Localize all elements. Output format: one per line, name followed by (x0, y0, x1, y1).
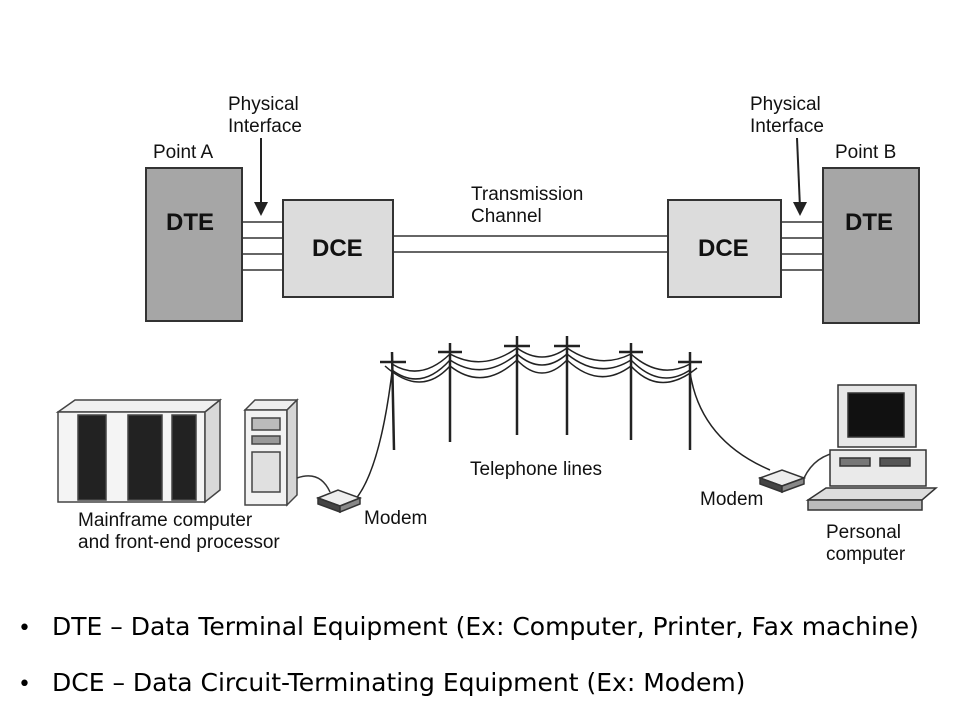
dce-a-label: DCE (312, 235, 363, 262)
telephone-poles-icon (354, 336, 771, 501)
modem-a-icon (315, 489, 363, 514)
transmission-label-2: Channel (471, 206, 542, 227)
bullet-dot-icon: • (18, 672, 31, 697)
dce-box-a (282, 199, 394, 298)
interface-arrow-b-icon (793, 137, 807, 216)
physical-interface-a-label-1: Physical (228, 94, 299, 115)
dte-box-b (822, 167, 920, 324)
interface-arrow-a-icon (254, 138, 268, 216)
bullet-item-dce: • DCE – Data Circuit-Terminating Equipme… (18, 668, 948, 724)
point-b-label: Point B (835, 142, 896, 163)
physical-interface-b-label-2: Interface (750, 116, 824, 137)
mainframe-cable (296, 475, 331, 493)
transmission-channel (393, 235, 668, 253)
dte-b-label: DTE (845, 209, 893, 236)
personal-computer-icon (805, 384, 939, 511)
front-end-processor-icon (243, 398, 299, 507)
bullet-dot-icon: • (18, 616, 31, 641)
dte-box-a (145, 167, 243, 322)
pc-label-2: computer (826, 544, 906, 565)
modem-b-label: Modem (700, 489, 763, 510)
interface-lines-a (242, 221, 283, 271)
modem-a-label: Modem (364, 508, 427, 529)
transmission-label-1: Transmission (471, 184, 583, 205)
bullet-text-dte: DTE – Data Terminal Equipment (Ex: Compu… (52, 612, 919, 641)
network-diagram: Point A Physical Interface DTE DCE Trans… (55, 94, 939, 565)
point-a-label: Point A (153, 142, 214, 163)
modem-b-icon (757, 469, 807, 494)
mainframe-icon (55, 398, 223, 504)
bullet-list: • DTE – Data Terminal Equipment (Ex: Com… (18, 612, 948, 724)
dte-a-label: DTE (166, 209, 214, 236)
dce-box-b (667, 199, 782, 298)
mainframe-label-1: Mainframe computer (78, 510, 253, 531)
physical-interface-b-label-1: Physical (750, 94, 821, 115)
dce-b-label: DCE (698, 235, 749, 262)
telephone-lines-label: Telephone lines (470, 459, 602, 480)
bullet-item-dte: • DTE – Data Terminal Equipment (Ex: Com… (18, 612, 948, 668)
physical-interface-a-label-2: Interface (228, 116, 302, 137)
bullet-text-dce: DCE – Data Circuit-Terminating Equipment… (52, 668, 746, 697)
interface-lines-b (781, 221, 823, 271)
mainframe-label-2: and front-end processor (78, 532, 280, 553)
pc-label-1: Personal (826, 522, 901, 543)
